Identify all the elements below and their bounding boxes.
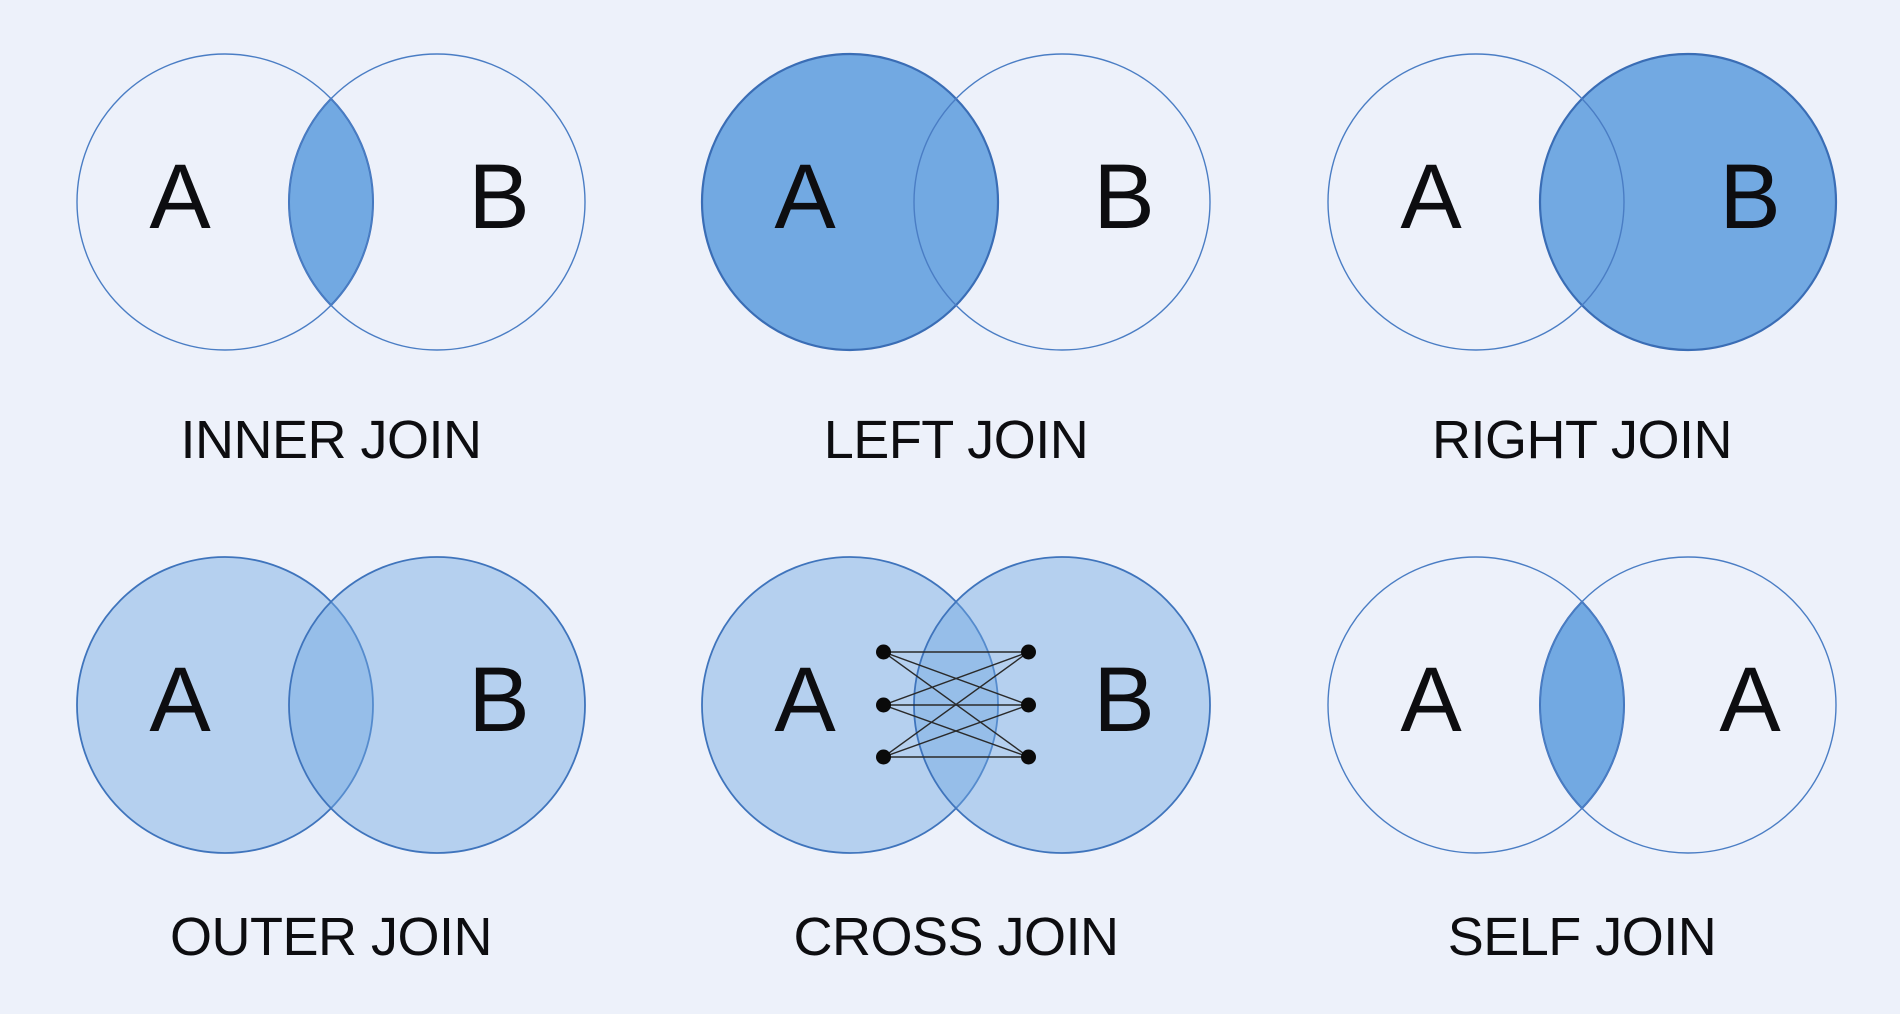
graph-node-left	[876, 644, 891, 660]
graph-edge	[883, 704, 1029, 758]
graph-edge	[883, 651, 1029, 706]
set-label-right: B	[1719, 146, 1780, 248]
join-type-label: OUTER JOIN	[170, 907, 492, 967]
set-label-left: A	[149, 146, 211, 248]
set-label-right: B	[468, 146, 529, 248]
set-label-left: A	[774, 146, 836, 248]
set-label-left: A	[1400, 649, 1462, 751]
join-panel: A B INNER JOIN	[76, 53, 586, 470]
join-panel: A B RIGHT JOIN	[1327, 52, 1838, 470]
set-label-right: B	[468, 649, 529, 751]
set-label-left: A	[1400, 146, 1462, 248]
circle-a	[76, 53, 374, 351]
graph-node-left	[876, 749, 891, 765]
join-type-label: LEFT JOIN	[824, 410, 1089, 470]
join-panel: A B CROSS JOIN	[701, 556, 1211, 967]
circle-a	[1327, 53, 1625, 351]
circle-a	[700, 52, 1000, 352]
set-label-right: B	[1093, 649, 1154, 751]
join-type-label: SELF JOIN	[1448, 907, 1717, 967]
join-panel: A A SELF JOIN	[1327, 556, 1837, 967]
intersection-fill	[1539, 600, 1625, 810]
circle-b	[288, 53, 586, 351]
set-label-left: A	[149, 649, 211, 751]
set-label-right: A	[1719, 649, 1781, 751]
graph-node-right	[1021, 749, 1036, 765]
join-type-label: INNER JOIN	[180, 410, 481, 470]
graph-edge	[883, 651, 1029, 758]
circle-b	[913, 53, 1211, 351]
circle-a	[1327, 556, 1625, 854]
join-panel: A B LEFT JOIN	[700, 52, 1211, 470]
set-label-right: B	[1093, 146, 1154, 248]
circle-b	[288, 556, 586, 854]
join-type-label: RIGHT JOIN	[1432, 410, 1732, 470]
join-panel: A B OUTER JOIN	[76, 556, 586, 967]
circle-b	[1539, 556, 1837, 854]
graph-node-right	[1021, 644, 1036, 660]
circle-a	[76, 556, 374, 854]
set-label-left: A	[774, 649, 836, 751]
graph-node-right	[1021, 697, 1036, 713]
graph-node-left	[876, 697, 891, 713]
intersection-fill	[288, 97, 374, 307]
join-type-label: CROSS JOIN	[793, 907, 1118, 967]
circle-b	[1538, 52, 1838, 352]
